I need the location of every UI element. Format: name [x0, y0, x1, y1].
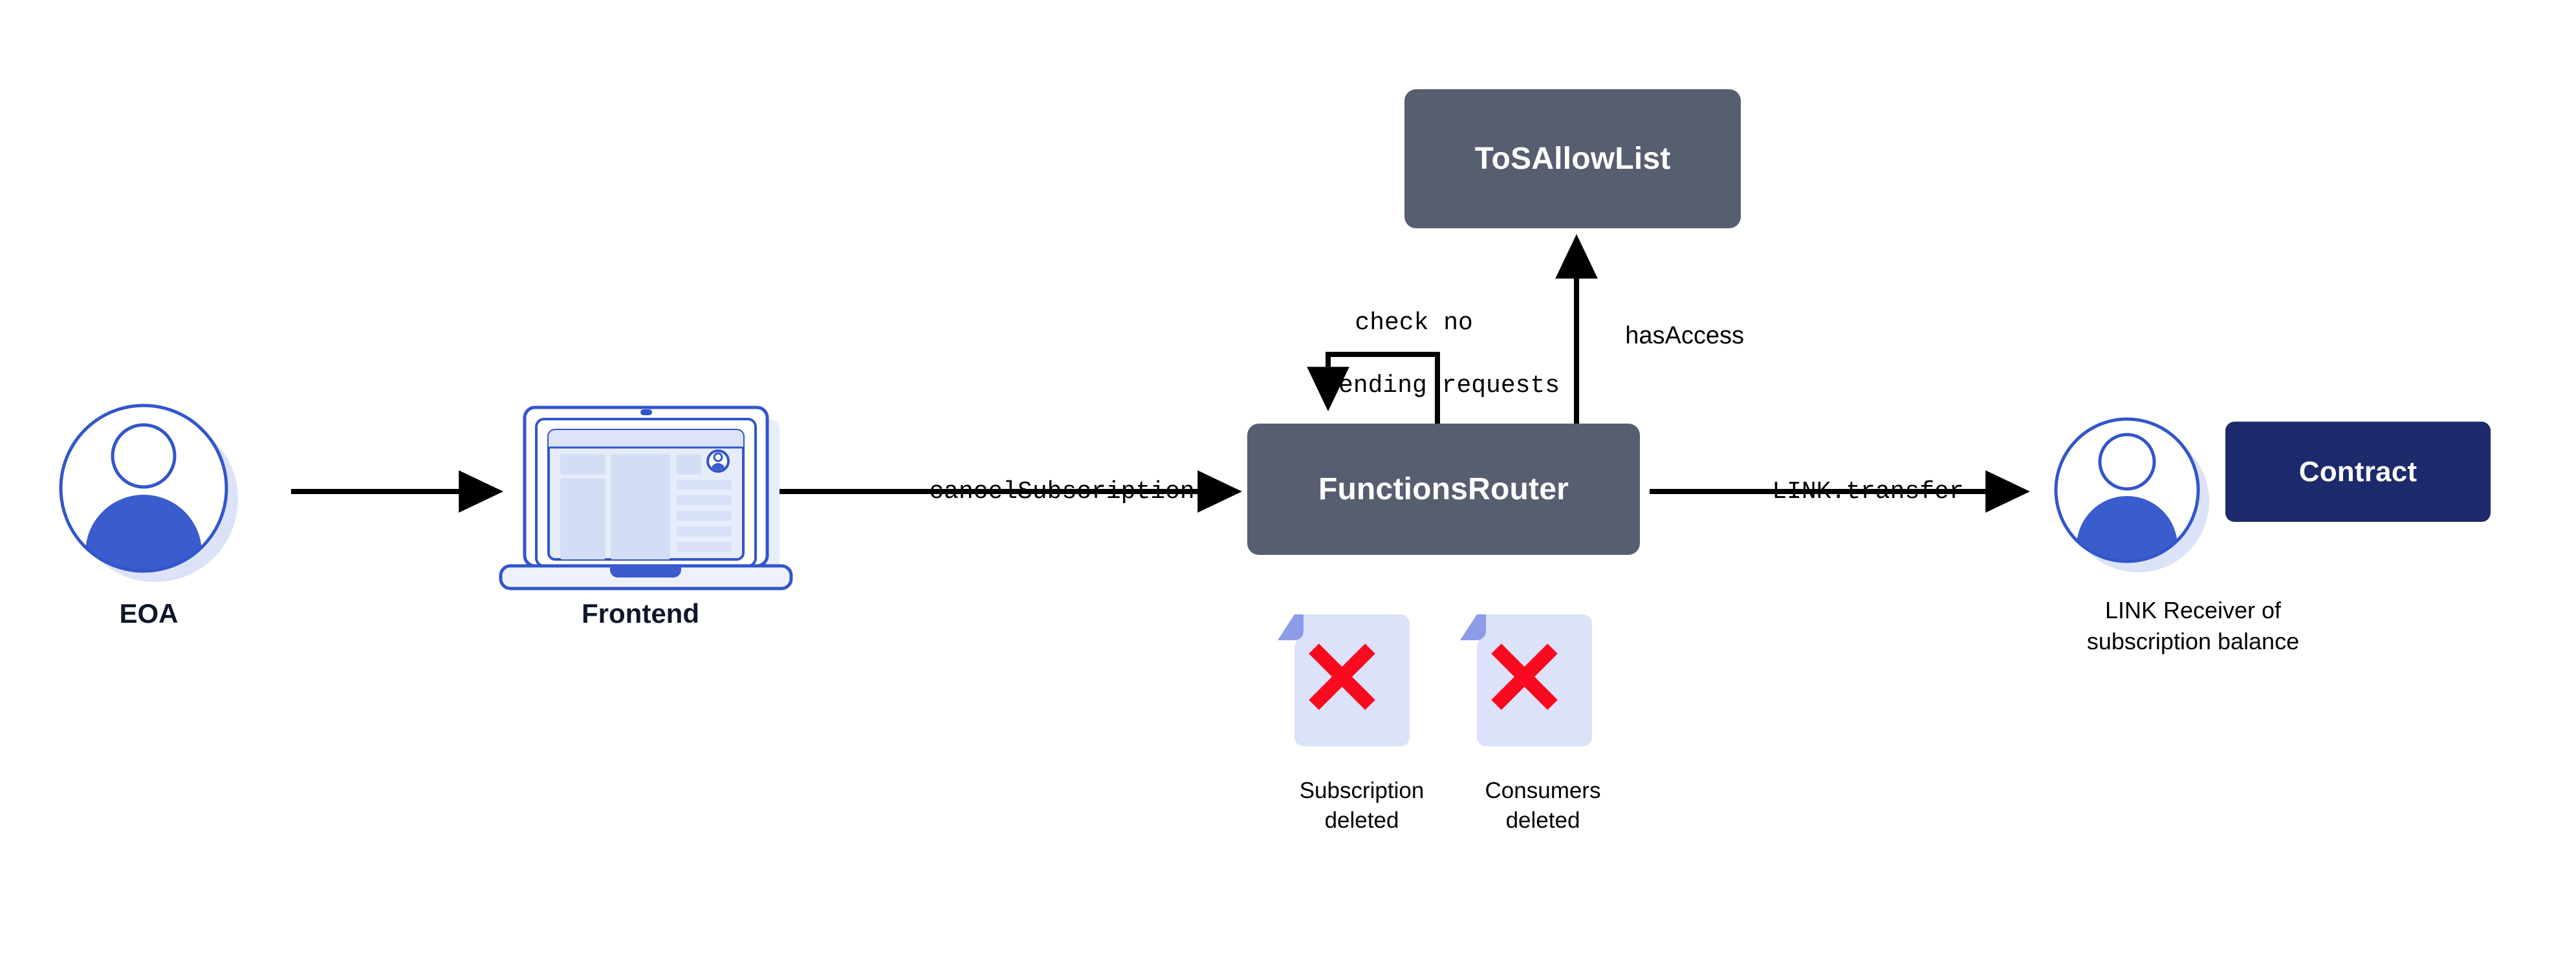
- eoa-label-text: EOA: [119, 598, 179, 629]
- functions-router-label: FunctionsRouter: [1318, 472, 1569, 506]
- edge-label-has-access-text: hasAccess: [1625, 322, 1744, 349]
- edge-label-check-no-pending-line2: pending requests: [1324, 371, 1560, 400]
- red-x-icon: [1309, 643, 1375, 710]
- link-receiver-caption-line2: subscription balance: [2086, 627, 2300, 654]
- frontend-label-text: Frontend: [582, 598, 699, 629]
- consumers-deleted-line1: Consumers: [1485, 778, 1601, 803]
- screen-avatar-icon: [706, 449, 730, 473]
- red-x-icon: [1491, 643, 1558, 710]
- tos-allowlist-label: ToSAllowList: [1474, 142, 1671, 176]
- edge-label-has-access: hasAccess: [1598, 294, 1744, 378]
- subscription-deleted-line1: Subscription: [1299, 778, 1424, 803]
- contract-label: Contract: [2298, 455, 2418, 488]
- user-avatar-icon: [59, 404, 238, 582]
- document-deleted-icon: [1278, 614, 1410, 746]
- eoa-label: EOA: [52, 598, 246, 629]
- edge-label-cancel-subscription: cancelSubscription: [870, 445, 1195, 539]
- node-functions-router[interactable]: FunctionsRouter: [1247, 424, 1640, 555]
- edge-label-link-transfer-text: LINK.transfer: [1772, 477, 1964, 506]
- node-tos-allowlist[interactable]: ToSAllowList: [1404, 89, 1741, 228]
- laptop-icon: [499, 405, 793, 590]
- node-contract[interactable]: Contract: [2225, 422, 2491, 522]
- subscription-deleted-caption: Subscription deleted: [1265, 776, 1459, 836]
- edge-label-cancel-subscription-text: cancelSubscription: [929, 477, 1195, 506]
- frontend-label: Frontend: [511, 598, 770, 629]
- link-receiver-caption-line1: LINK Receiver of: [2104, 597, 2282, 623]
- document-deleted-icon: [1460, 614, 1592, 746]
- edge-label-check-no-pending-requests: check no pending requests: [1265, 276, 1560, 433]
- edge-label-check-no-pending-line1: check no: [1355, 308, 1473, 337]
- user-avatar-icon: [2054, 417, 2209, 572]
- subscription-deleted-line2: deleted: [1324, 808, 1399, 834]
- link-receiver-caption: LINK Receiver of subscription balance: [2018, 595, 2368, 656]
- consumers-deleted-line2: deleted: [1505, 808, 1580, 834]
- edge-label-link-transfer: LINK.transfer: [1713, 445, 1964, 539]
- consumers-deleted-caption: Consumers deleted: [1446, 776, 1640, 836]
